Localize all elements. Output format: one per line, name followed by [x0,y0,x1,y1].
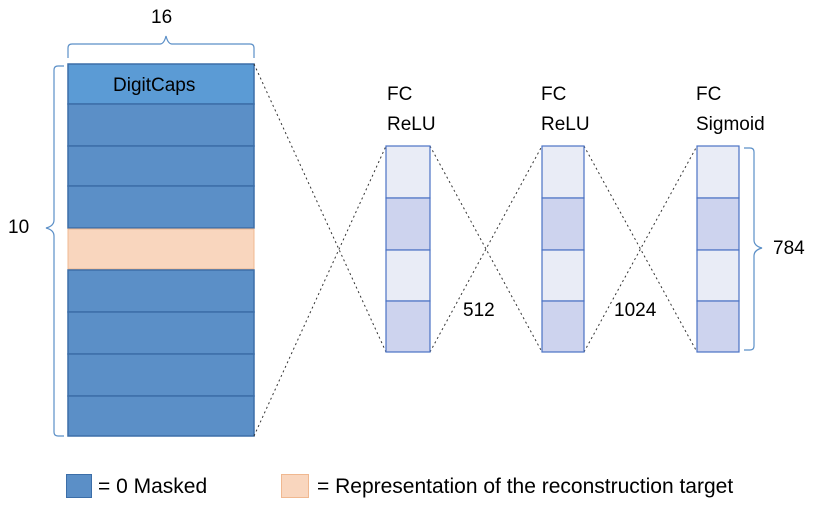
digitcaps-row [67,311,255,355]
width-bracket [67,35,255,58]
fc-layer-2-column [541,145,585,353]
output-size-label: 784 [773,238,805,259]
fc2-activation-label: ReLU [541,114,590,135]
fc2-type-label: FC [541,84,567,105]
digitcaps-label: DigitCaps [113,75,196,96]
fc-layer-1-column [385,145,431,353]
connector-lines-1 [253,63,387,437]
digitcaps-row [67,269,255,313]
digitcaps-row [67,395,255,437]
digitcaps-row [67,145,255,187]
width-label: 16 [151,7,173,28]
fc1-type-label: FC [387,84,413,105]
digitcaps-row [67,353,255,397]
digitcaps-target-row [67,228,255,270]
fc-layer-3-column [696,145,740,353]
digitcaps-row [67,103,255,147]
output-bracket [744,147,763,351]
fc3-type-label: FC [696,84,722,105]
legend-target-swatch [281,474,309,498]
fc1-size-label: 512 [463,300,495,321]
legend-masked-swatch [66,474,92,498]
connector-lines-2 [429,145,543,353]
height-bracket [45,65,64,437]
fc3-activation-label: Sigmoid [696,114,765,135]
legend-target-text: = Representation of the reconstruction t… [317,475,734,498]
connector-lines-3 [583,145,698,353]
height-label: 10 [8,217,30,238]
fc1-activation-label: ReLU [387,114,436,135]
digitcaps-row [67,185,255,229]
legend-masked-text: = 0 Masked [98,475,208,498]
digitcaps-row [67,63,255,105]
fc2-size-label: 1024 [614,300,657,321]
